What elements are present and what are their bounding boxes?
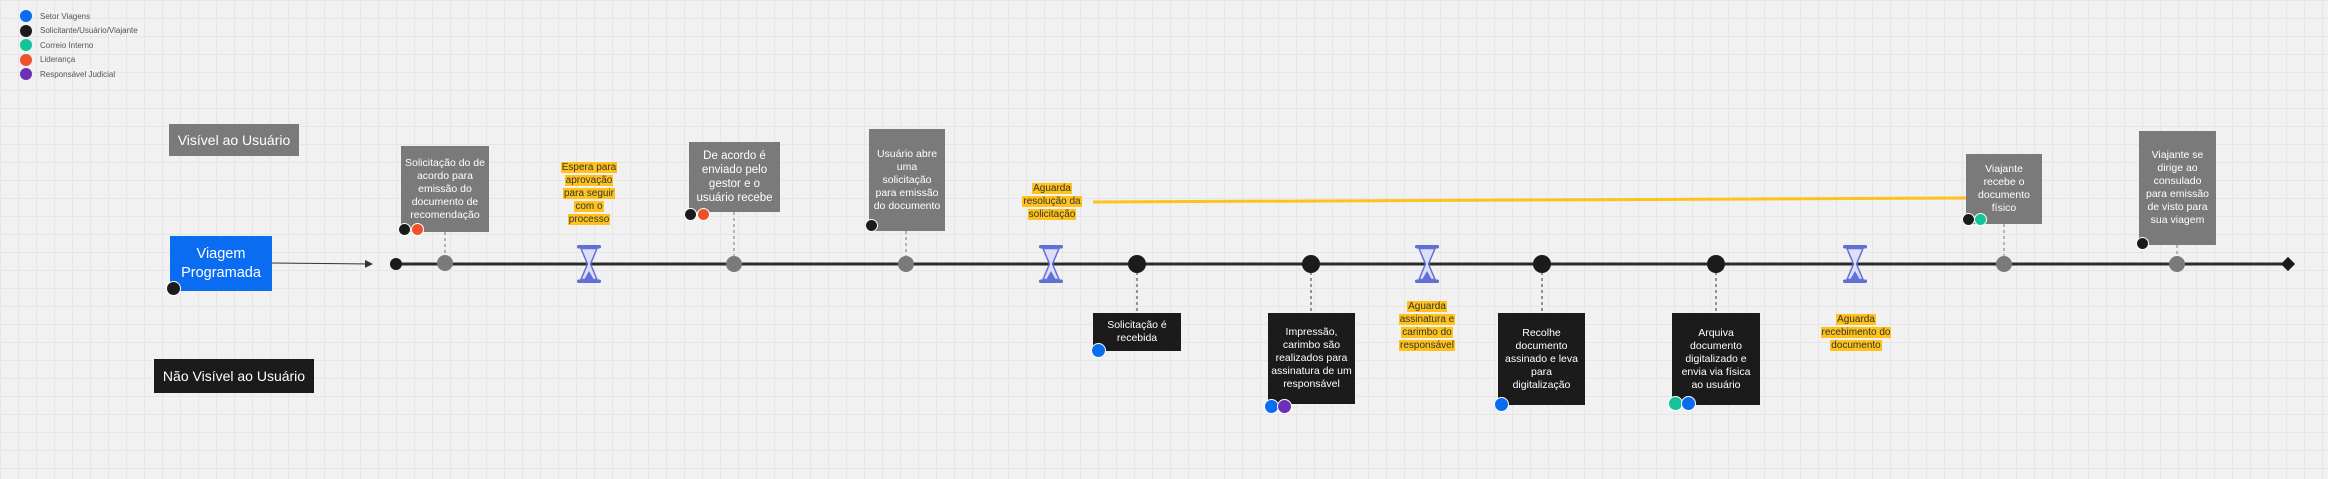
hourglass-icons: [577, 245, 1867, 283]
legend-item-solicitante: Solicitante/Usuário/Viajante: [20, 24, 138, 39]
lideranca-avatar: [697, 208, 710, 221]
legend-item-juridico: Responsável Judicial: [20, 67, 138, 82]
legend-item-lideranca: Liderança: [20, 53, 138, 68]
correio-dot-icon: [20, 39, 32, 52]
step-note[interactable]: Arquiva documento digitalizado e envia v…: [1672, 313, 1760, 405]
hidden-lane-label: Não Visível ao Usuário: [154, 359, 314, 393]
legend-label: Responsável Judicial: [40, 69, 116, 79]
wait-text: Aguarda resolução da solicitação: [1022, 183, 1082, 220]
step-note[interactable]: Solicitação do de acordo para emissão do…: [401, 146, 489, 232]
juridico-dot-icon: [20, 68, 32, 81]
wait-connector-line: [1092, 196, 1969, 204]
hourglass-icon: [1843, 245, 1867, 283]
solicitante-avatar: [166, 281, 181, 296]
step-marker: [898, 256, 914, 272]
lideranca-dot-icon: [20, 53, 32, 66]
wait-note: Aguarda assinatura e carimbo do responsá…: [1394, 300, 1460, 352]
hidden-step-markers: [1128, 255, 1725, 273]
start-label: Viagem Programada: [181, 245, 261, 281]
wait-note: Espera para aprovação para seguir com o …: [557, 161, 621, 226]
step-note[interactable]: Impressão, carimbo são realizados para a…: [1268, 313, 1355, 404]
step-marker: [726, 256, 742, 272]
setor-viagens-avatar: [1091, 343, 1106, 358]
step-note[interactable]: Viajante recebe o documento físico: [1966, 154, 2042, 224]
legend-label: Setor Viagens: [40, 11, 91, 21]
solicitante-dot-icon: [20, 24, 32, 37]
lideranca-avatar: [411, 223, 424, 236]
legend-item-setor-viagens: Setor Viagens: [20, 9, 138, 24]
step-marker: [1128, 255, 1146, 273]
legend-label: Liderança: [40, 55, 76, 65]
hourglass-icon: [1415, 245, 1439, 283]
step-marker: [1707, 255, 1725, 273]
step-note[interactable]: De acordo é enviado pelo gestor e o usuá…: [689, 142, 780, 212]
step-marker: [2169, 256, 2185, 272]
solicitante-avatar: [865, 219, 878, 232]
juridico-avatar: [1277, 399, 1292, 414]
step-marker: [1302, 255, 1320, 273]
wait-text: Aguarda assinatura e carimbo do responsá…: [1398, 301, 1456, 351]
step-note[interactable]: Solicitação é recebida: [1093, 313, 1181, 351]
solicitante-avatar: [2136, 237, 2149, 250]
wait-text: Aguarda recebimento do documento: [1820, 314, 1892, 351]
wait-text: Espera para aprovação para seguir com o …: [560, 162, 618, 225]
step-note[interactable]: Usuário abre uma solicitação para emissã…: [869, 129, 945, 231]
step-marker: [1996, 256, 2012, 272]
timeline-end-diamond: [2280, 256, 2296, 272]
timeline-start-dot: [390, 258, 402, 270]
visible-step-markers: [437, 255, 2185, 272]
solicitante-avatar: [398, 223, 411, 236]
legend-label: Correio Interno: [40, 40, 94, 50]
setor-viagens-avatar: [1494, 397, 1509, 412]
legend-item-correio: Correio Interno: [20, 38, 138, 53]
legend-label: Solicitante/Usuário/Viajante: [40, 26, 138, 36]
start-box[interactable]: Viagem Programada: [170, 236, 272, 291]
start-arrow: [271, 259, 373, 268]
step-marker: [437, 255, 453, 271]
correio-avatar: [1974, 213, 1987, 226]
legend: Setor Viagens Solicitante/Usuário/Viajan…: [20, 9, 138, 82]
step-note[interactable]: Viajante se dirige ao consulado para emi…: [2139, 131, 2216, 245]
solicitante-avatar: [684, 208, 697, 221]
step-note[interactable]: Recolhe documento assinado e leva para d…: [1498, 313, 1585, 405]
setor-viagens-dot-icon: [20, 10, 32, 23]
hourglass-icon: [1039, 245, 1063, 283]
upper-connectors: [444, 212, 2178, 258]
hourglass-icon: [577, 245, 601, 283]
setor-viagens-avatar: [1681, 396, 1696, 411]
wait-note: Aguarda resolução da solicitação: [1016, 182, 1088, 221]
visible-lane-label: Visível ao Usuário: [169, 124, 299, 156]
wait-note: Aguarda recebimento do documento: [1817, 313, 1895, 352]
lower-connectors: [1136, 272, 1717, 313]
step-marker: [1533, 255, 1551, 273]
